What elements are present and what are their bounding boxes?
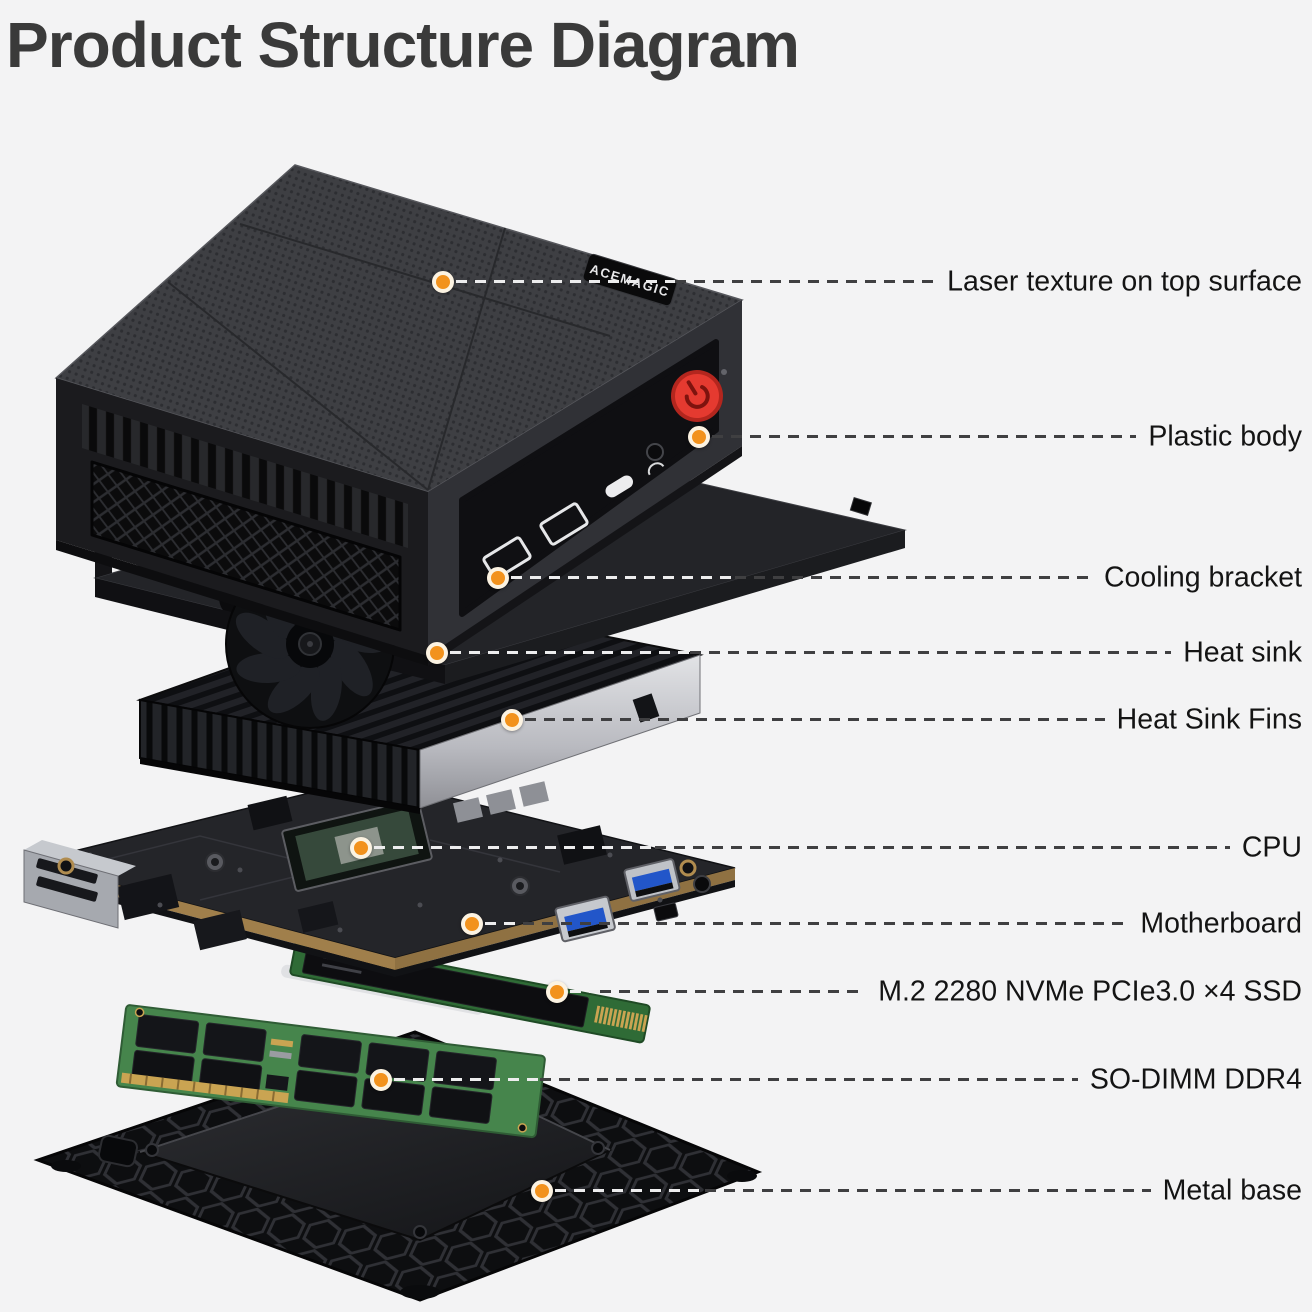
metal-base-leader-line bbox=[555, 1189, 705, 1192]
so-dimm-dot bbox=[370, 1069, 392, 1091]
heat-sink-fins-dot bbox=[501, 709, 523, 731]
headphone-icon bbox=[647, 462, 665, 476]
heat-sink-leader-line bbox=[450, 651, 690, 654]
board-chips bbox=[116, 781, 607, 951]
page-title: Product Structure Diagram bbox=[6, 9, 800, 81]
top-case: ACEMAGIC bbox=[54, 164, 744, 666]
laser-texture-dot bbox=[432, 271, 454, 293]
m2-ssd-leader-line bbox=[570, 990, 600, 993]
cooling-bracket-dot bbox=[487, 567, 509, 589]
heat-sink-label: Heat sink bbox=[1183, 636, 1302, 669]
plastic-body-label: Plastic body bbox=[1148, 420, 1302, 453]
vent-grille bbox=[90, 460, 402, 632]
m2-ssd-dot bbox=[546, 981, 568, 1003]
motherboard-label: Motherboard bbox=[1140, 907, 1302, 940]
laser-texture-leader-line bbox=[456, 280, 675, 283]
so-dimm-label: SO-DIMM DDR4 bbox=[1089, 1063, 1302, 1096]
usb-a-port-2 bbox=[539, 502, 589, 546]
laser-texture-label: Laser texture on top surface bbox=[947, 265, 1302, 298]
usb3-ports bbox=[554, 858, 681, 943]
cooling-bracket-leader-line bbox=[511, 576, 735, 579]
metal-base-label: Metal base bbox=[1162, 1174, 1302, 1207]
power-button bbox=[671, 370, 723, 422]
m2-ssd-leader-line bbox=[600, 990, 866, 993]
plastic-body-dot bbox=[688, 426, 710, 448]
heat-sink-fins-label: Heat Sink Fins bbox=[1116, 703, 1302, 736]
cooling-bracket-label: Cooling bracket bbox=[1103, 561, 1302, 594]
cpu-label: CPU bbox=[1241, 831, 1302, 864]
metal-base-dot bbox=[531, 1180, 553, 1202]
laser-texture-leader-line bbox=[675, 280, 935, 283]
cpu-leader-line bbox=[655, 846, 1230, 849]
heat-sink-leader-line bbox=[690, 651, 1171, 654]
so-dimm-leader-line bbox=[394, 1078, 540, 1081]
cooling-bracket-leader-line bbox=[735, 576, 1092, 579]
base-cutout bbox=[97, 1134, 139, 1168]
side-vent-slots bbox=[82, 404, 408, 548]
standoff-posts bbox=[205, 852, 530, 896]
so-dimm-leader-line bbox=[540, 1078, 1078, 1081]
m2-ssd-label: M.2 2280 NVMe PCIe3.0 ×4 SSD bbox=[878, 975, 1302, 1008]
headphone-jack bbox=[646, 443, 664, 461]
usb-c-port bbox=[605, 475, 634, 498]
metal-base-leader-line bbox=[705, 1189, 1151, 1192]
heat-sink-dot bbox=[426, 642, 448, 664]
power-icon bbox=[684, 385, 710, 409]
cpu-leader-line bbox=[374, 846, 655, 849]
hdmi-port bbox=[653, 902, 679, 922]
motherboard-dot bbox=[461, 913, 483, 935]
cpu-dot bbox=[350, 837, 372, 859]
ssd-gold-fingers bbox=[594, 1005, 648, 1033]
audio-jack bbox=[693, 875, 711, 893]
motherboard-leader-line bbox=[485, 922, 523, 925]
motherboard-leader-line bbox=[523, 922, 1128, 925]
heat-sink-fins-front bbox=[419, 654, 701, 809]
plastic-body-leader-line bbox=[712, 435, 1136, 438]
status-led bbox=[721, 369, 727, 375]
heat-sink-fins-leader-line bbox=[525, 718, 1105, 721]
